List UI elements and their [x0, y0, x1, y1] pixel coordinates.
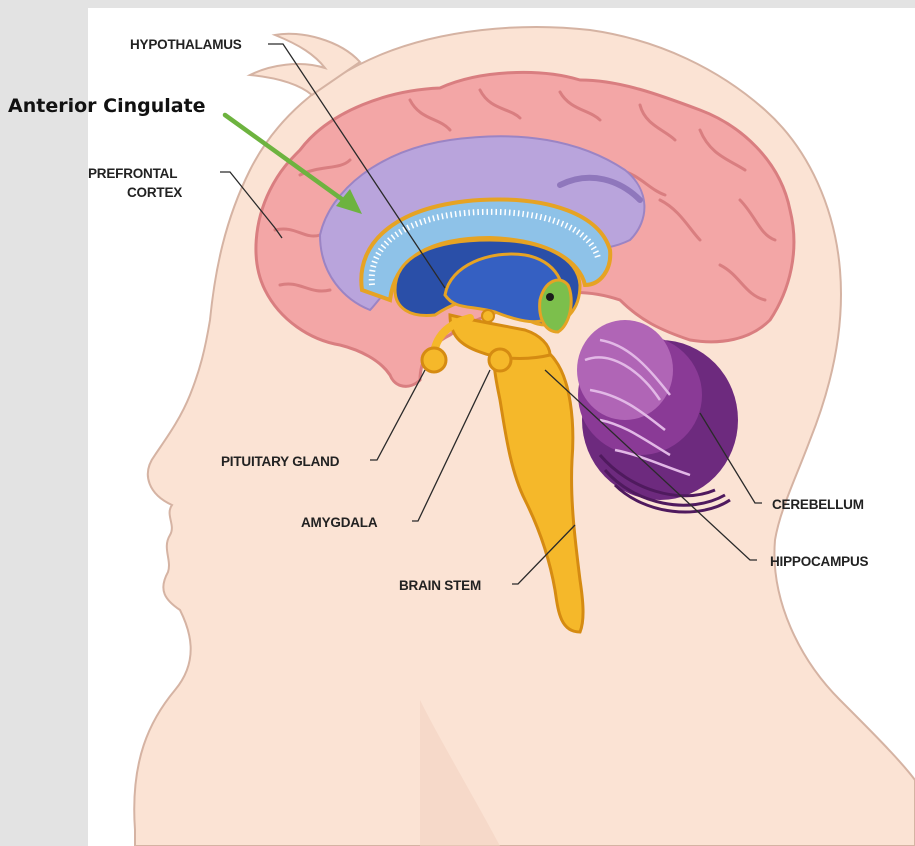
label-prefrontal-line1: PREFRONTAL [88, 166, 177, 181]
label-hippocampus: HIPPOCAMPUS [770, 554, 869, 569]
hippocampus-structure [540, 280, 572, 332]
annotation-anterior-cingulate: Anterior Cingulate [8, 95, 206, 117]
pituitary-gland-structure [422, 348, 446, 372]
label-cerebellum: CEREBELLUM [772, 497, 864, 512]
amygdala-structure [489, 349, 511, 371]
label-hypothalamus: HYPOTHALAMUS [130, 37, 242, 52]
label-prefrontal-line2: CORTEX [127, 185, 182, 200]
label-pituitary-gland: PITUITARY GLAND [221, 454, 340, 469]
hippocampus-dot [546, 293, 554, 301]
mammillary-body [482, 310, 494, 322]
label-amygdala: AMYGDALA [301, 515, 378, 530]
label-brain-stem: BRAIN STEM [399, 578, 481, 593]
